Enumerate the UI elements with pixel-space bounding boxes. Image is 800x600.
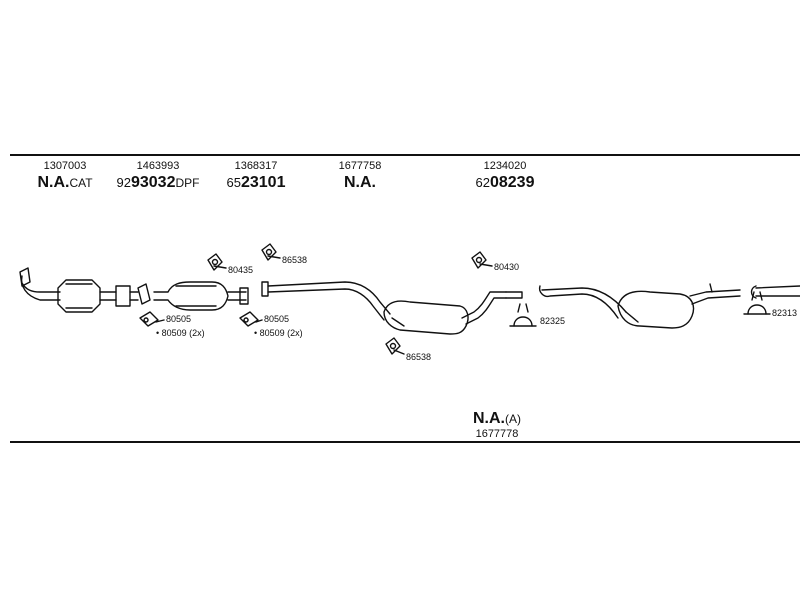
header-col-3: 1368317 6523101 xyxy=(216,160,296,192)
catalytic-converter xyxy=(57,279,101,313)
part-label: 80505 xyxy=(264,314,290,324)
part-label: 80430 xyxy=(494,262,520,272)
ref-number: 1368317 xyxy=(234,160,278,172)
footer-part: N.A.(A) 1677778 xyxy=(452,408,542,440)
bottom-rule xyxy=(10,441,800,443)
part-label: 82313 xyxy=(772,308,798,318)
part-number: 6523101 xyxy=(226,174,286,191)
flange xyxy=(115,285,131,307)
part-label: 80435 xyxy=(228,265,254,275)
ref-number: 1234020 xyxy=(483,160,527,172)
part-label: 86538 xyxy=(282,255,308,265)
footer-ref-number: 1677778 xyxy=(475,428,519,440)
part-number: N.A. xyxy=(344,174,376,191)
dpf-unit xyxy=(153,281,229,311)
part-label: 80505 xyxy=(166,314,192,324)
rubber-mount-icon xyxy=(471,251,487,269)
rear-pipe xyxy=(538,285,627,319)
part-label: • 80509 (2x) xyxy=(156,328,205,338)
clamp-icon xyxy=(509,303,537,327)
rubber-mount-icon xyxy=(385,337,401,355)
intermediate-pipe xyxy=(261,281,269,297)
header-col-1: 1307003 N.A.CAT xyxy=(30,160,100,192)
gasket-icon xyxy=(139,311,159,327)
part-label: 86538 xyxy=(406,352,432,362)
top-rule xyxy=(10,154,800,156)
center-silencer xyxy=(383,300,469,335)
rubber-mount-icon xyxy=(261,243,277,261)
clamp-icon xyxy=(743,291,771,315)
ref-number: 1307003 xyxy=(43,160,87,172)
rubber-mount-icon xyxy=(207,253,223,271)
part-label: 82325 xyxy=(540,316,566,326)
gasket-icon xyxy=(239,311,259,327)
footer-part-number: N.A.(A) xyxy=(473,410,521,427)
part-number: 6208239 xyxy=(475,174,535,191)
header-col-2: 1463993 9293032DPF xyxy=(108,160,208,192)
part-number: 9293032DPF xyxy=(116,174,200,191)
ref-number: 1463993 xyxy=(136,160,180,172)
ref-number: 1677758 xyxy=(338,160,382,172)
part-number: N.A.CAT xyxy=(37,174,93,191)
front-pipe xyxy=(20,275,61,301)
tailpipe xyxy=(755,285,800,297)
rear-silencer xyxy=(617,290,695,329)
header-col-5: 1234020 6208239 xyxy=(460,160,550,192)
gasket-1 xyxy=(137,283,151,305)
part-label: • 80509 (2x) xyxy=(254,328,303,338)
flange xyxy=(239,287,249,305)
header-col-4: 1677758 N.A. xyxy=(325,160,395,192)
